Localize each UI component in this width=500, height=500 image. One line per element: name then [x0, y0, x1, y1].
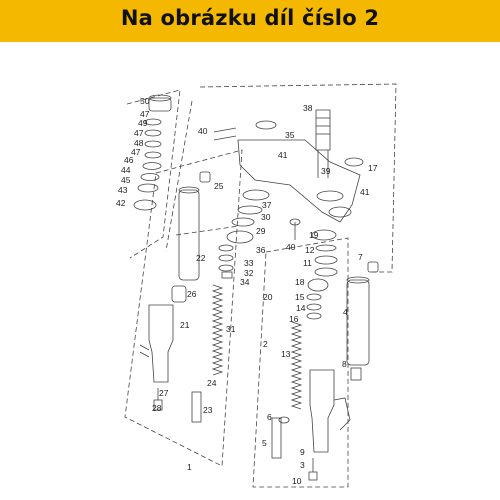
part-label: 37	[262, 200, 272, 210]
inner-tube-left	[178, 189, 200, 281]
spring-left	[211, 284, 224, 376]
part-label: 46	[124, 155, 134, 165]
part-label: 29	[256, 226, 266, 236]
part-label: 21	[180, 320, 190, 330]
frame-left-leg	[124, 149, 243, 467]
part-label: 19	[309, 230, 319, 240]
part-label: 30	[261, 212, 271, 222]
part-label: 47	[140, 109, 150, 119]
guide-line	[175, 225, 240, 236]
part-label: 13	[281, 349, 291, 359]
part-label: 4	[343, 307, 348, 317]
part-label: 3	[300, 460, 305, 470]
guide-line	[165, 100, 193, 252]
part-label: 33	[244, 258, 254, 268]
inner-tube-right	[346, 279, 370, 366]
part-label: 8	[342, 359, 347, 369]
part-label: 36	[256, 245, 266, 255]
frame-bearing-stack	[126, 89, 181, 259]
outer-tube-left	[148, 304, 174, 383]
part-label: 17	[368, 163, 378, 173]
part-label: 32	[244, 268, 254, 278]
part-label: 7	[358, 252, 363, 262]
bracket-shape	[237, 139, 361, 223]
part-label: 22	[196, 253, 206, 263]
part-label: 6	[267, 412, 272, 422]
part-label: 43	[118, 185, 128, 195]
part-label: 9	[300, 447, 305, 457]
part-label: 1	[187, 462, 192, 472]
part-label: 11	[303, 258, 312, 268]
part-label: 12	[305, 245, 315, 255]
part-label: 18	[295, 277, 305, 287]
part-label: 10	[292, 476, 302, 486]
part-label: 27	[159, 388, 169, 398]
part-label: 41	[360, 187, 370, 197]
part-label: 5	[262, 438, 267, 448]
part-label: 14	[296, 303, 306, 313]
part-label: 44	[121, 165, 131, 175]
part-label: 42	[116, 198, 126, 208]
part-label: 39	[321, 166, 331, 176]
part-label: 47	[134, 128, 144, 138]
part-label: 48	[134, 138, 144, 148]
outer-tube-right	[309, 369, 335, 453]
part-label: 49	[138, 118, 148, 128]
part-label: 24	[207, 378, 217, 388]
spring-right	[290, 321, 303, 410]
frame-steering-top	[199, 83, 397, 273]
part-label: 28	[152, 403, 162, 413]
part-label: 25	[214, 181, 224, 191]
part-label: 2	[263, 339, 268, 349]
part-label: 20	[263, 292, 273, 302]
exploded-parts-diagram: 50 47 49 47 48 47 46 44 45 43 42 40 35 3…	[116, 83, 397, 488]
part-label: 23	[203, 405, 213, 415]
part-label: 50	[140, 96, 150, 106]
part-label: 26	[187, 289, 197, 299]
part-label: 40	[286, 242, 296, 252]
header-banner: Na obrázku díl číslo 2	[0, 0, 500, 42]
cap-nut-shape	[148, 97, 172, 112]
part-label: 34	[240, 277, 250, 287]
part-label: 31	[226, 324, 236, 334]
part-label: 38	[303, 103, 313, 113]
part-label: 35	[285, 130, 295, 140]
part-label: 16	[289, 314, 299, 324]
banner-title: Na obrázku díl číslo 2	[120, 6, 380, 30]
part-label: 47	[131, 147, 141, 157]
stem-shape	[315, 109, 331, 151]
frame-right-leg	[252, 237, 349, 488]
part-label: 41	[278, 150, 288, 160]
part-label: 45	[121, 175, 131, 185]
part-label: 40	[198, 126, 208, 136]
part-label: 15	[295, 292, 305, 302]
